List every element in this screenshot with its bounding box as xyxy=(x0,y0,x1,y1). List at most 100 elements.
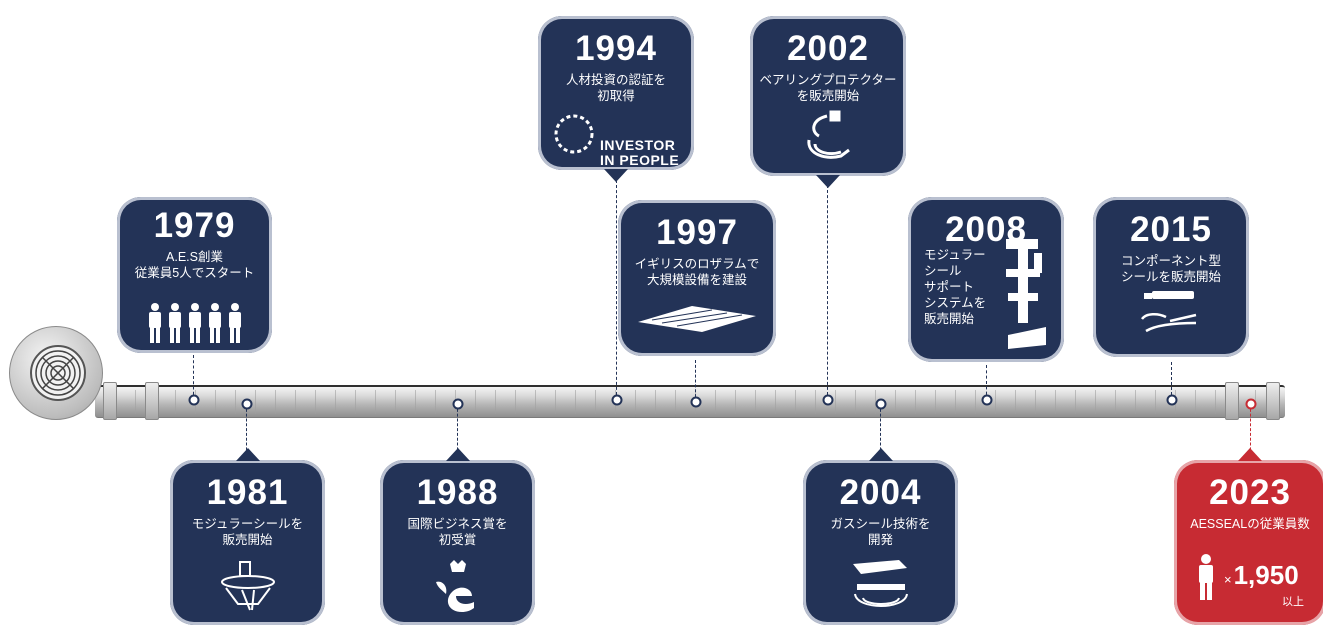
event-card-1994: 1994 人材投資の認証を 初取得 INVESTOR IN PEOPLE xyxy=(538,16,694,182)
pipe-flange xyxy=(103,382,117,420)
pipe-segment-line xyxy=(655,390,656,414)
pipe-segment-line xyxy=(1075,390,1076,414)
pipe-segment-line xyxy=(755,390,756,414)
connector-2002 xyxy=(827,185,828,400)
logo-line-2: IN PEOPLE xyxy=(600,152,680,168)
timeline-dot-2004 xyxy=(875,398,887,410)
pipe-flange xyxy=(1266,382,1280,420)
pipe-segment-line xyxy=(1015,390,1016,414)
event-description: ベアリングプロテクター を販売開始 xyxy=(759,73,897,103)
pipe-segment-line xyxy=(1095,390,1096,414)
pipe-segment-line xyxy=(555,390,556,414)
pipe-segment-line xyxy=(955,390,956,414)
event-year: 1979 xyxy=(153,206,236,245)
event-card-2015: 2015 コンポーネント型 シールを販売開始 xyxy=(1093,197,1249,357)
connector-1981 xyxy=(246,404,247,460)
event-description: A.E.S創業 従業員5人でスタート xyxy=(134,250,255,280)
pipe-segment-line xyxy=(275,390,276,414)
pipe-segment-line xyxy=(915,390,916,414)
timeline-dot-1994 xyxy=(611,394,623,406)
event-card-1988: 1988 国際ビジネス賞を 初受賞 xyxy=(380,448,535,625)
event-card-1997: 1997 イギリスのロザラムで 大規模設備を建設 xyxy=(618,200,776,356)
pipe-segment-line xyxy=(995,390,996,414)
pipe-segment-line xyxy=(595,390,596,414)
pipe-flange xyxy=(145,382,159,420)
pipe-segment-line xyxy=(975,390,976,414)
pipe-segment-line xyxy=(175,390,176,414)
event-year: 2004 xyxy=(839,473,922,512)
pipe-segment-line xyxy=(1215,390,1216,414)
connector-2015 xyxy=(1171,362,1172,400)
pipe-segment-line xyxy=(1195,390,1196,414)
connector-1988 xyxy=(457,404,458,460)
pipe-segment-line xyxy=(495,390,496,414)
pipe-segment-line xyxy=(415,390,416,414)
pipe-segment-line xyxy=(215,390,216,414)
laurel-wreath-icon xyxy=(554,114,594,154)
event-year: 1994 xyxy=(575,29,657,68)
factory-building-icon xyxy=(638,306,756,332)
event-card-2008: 2008 モジュラー シール サポート システムを 販売開始 xyxy=(908,197,1064,362)
timeline-dot-2002 xyxy=(822,394,834,406)
connector-1979 xyxy=(193,355,194,400)
pipe-segment-line xyxy=(675,390,676,414)
connector-2008 xyxy=(986,365,987,400)
event-card-2002: 2002 ベアリングプロテクター を販売開始 xyxy=(750,16,906,188)
pipe-segment-line xyxy=(135,390,136,414)
event-card-2023: 2023 AESSEALの従業員数 ×1,950 以上 xyxy=(1174,448,1323,625)
pipe-segment-line xyxy=(475,390,476,414)
count-prefix: × xyxy=(1224,572,1232,587)
count-suffix: 以上 xyxy=(1282,596,1304,608)
timeline-dot-1979 xyxy=(188,394,200,406)
bearing-protector-icon xyxy=(807,110,850,159)
pipe-segment-line xyxy=(1135,390,1136,414)
pipe-segment-line xyxy=(575,390,576,414)
pipe-segment-line xyxy=(775,390,776,414)
connector-2023 xyxy=(1250,404,1251,460)
event-description: イギリスのロザラムで 大規模設備を建設 xyxy=(634,257,760,287)
pipe-segment-line xyxy=(235,390,236,414)
pipe-segment-line xyxy=(375,390,376,414)
pipe-segment-line xyxy=(535,390,536,414)
pipe-segment-line xyxy=(795,390,796,414)
pipe-segment-line xyxy=(1055,390,1056,414)
pipe-segment-line xyxy=(715,390,716,414)
timeline-dot-1981 xyxy=(241,398,253,410)
event-card-2004: 2004 ガスシール技術を 開発 xyxy=(803,448,958,625)
event-card-1979: 1979 A.E.S創業 従業員5人でスタート xyxy=(117,197,272,353)
count-value: 1,950 xyxy=(1233,560,1299,590)
component-seal-icon xyxy=(1140,291,1197,333)
pipe-segment-line xyxy=(1155,390,1156,414)
gas-seal-icon xyxy=(852,560,908,607)
pipe-segment-line xyxy=(1035,390,1036,414)
event-year: 1997 xyxy=(656,213,738,252)
pipe-segment-line xyxy=(295,390,296,414)
logo-line-1: INVESTOR xyxy=(600,137,676,153)
event-description: モジュラーシールを 販売開始 xyxy=(191,517,304,547)
pipe-segment-line xyxy=(515,390,516,414)
event-card-1981: 1981 モジュラーシールを 販売開始 xyxy=(170,448,325,625)
event-year: 1981 xyxy=(206,473,289,512)
modular-seal-icon xyxy=(220,561,275,611)
queens-award-icon xyxy=(435,560,474,612)
pipe-segment-line xyxy=(895,390,896,414)
event-description: 人材投資の認証を 初取得 xyxy=(565,73,666,103)
pipe-segment-line xyxy=(815,390,816,414)
employee-count: ×1,950 xyxy=(1224,560,1299,591)
pipe-segment-line xyxy=(735,390,736,414)
pump-fan-icon xyxy=(30,345,86,401)
pipe-segment-line xyxy=(335,390,336,414)
pipe-flange xyxy=(1225,382,1239,420)
timeline-dot-2008 xyxy=(981,394,993,406)
person-icon xyxy=(1199,554,1213,600)
timeline-dot-1997 xyxy=(690,396,702,408)
seal-support-system-icon xyxy=(1006,239,1046,349)
event-description: 国際ビジネス賞を 初受賞 xyxy=(407,517,508,547)
connector-1997 xyxy=(695,360,696,402)
pipe-segment-line xyxy=(435,390,436,414)
timeline-dot-1988 xyxy=(452,398,464,410)
five-people-icon xyxy=(148,303,241,343)
event-description: AESSEALの従業員数 xyxy=(1190,517,1310,531)
pipe-segment-line xyxy=(855,390,856,414)
event-year: 1988 xyxy=(416,473,499,512)
